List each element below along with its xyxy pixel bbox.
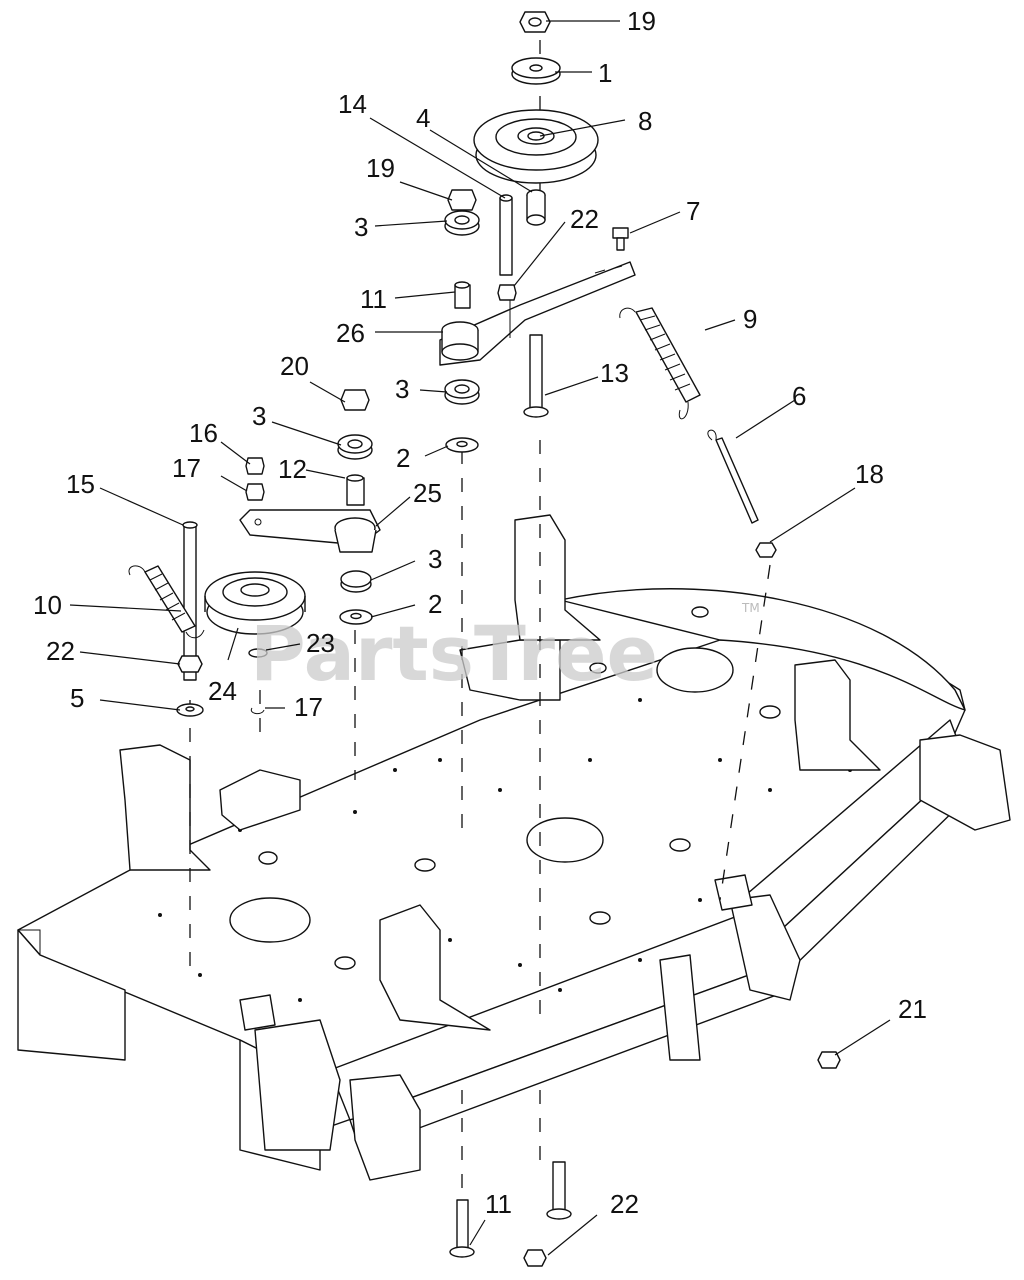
callout-17: 16 [189,418,218,448]
watermark: PartsTree TM [250,601,760,698]
leader-lines [69,20,891,1256]
callout-13: 11 [485,1189,512,1219]
callout-2: 2 [396,443,410,473]
mower-deck [17,514,1011,1181]
callout-7: 6 [792,381,806,411]
callout-5: 5 [70,683,84,713]
callout-3: 3 [428,544,442,574]
callout-21: 22 [570,204,599,234]
callout-2: 2 [428,589,442,619]
watermark-trademark: TM [741,601,760,615]
callout-3: 3 [252,401,266,431]
watermark-text: PartsTree [250,609,658,698]
callout-3: 3 [354,212,368,242]
callout-22: 22 [610,1189,639,1219]
callout-4: 4 [416,103,430,133]
upper-idler-assembly [439,11,636,453]
callout-26: 25 [413,478,442,508]
callout-6: 7 [686,196,700,226]
callout-23: 23 [306,628,335,658]
callout-19: 20 [280,351,309,381]
callout-8: 8 [638,106,652,136]
callout-14: 14 [338,89,367,119]
callout-16: 17 [294,692,323,722]
spring-rod-assembly [619,307,777,558]
callout-10: 10 [33,590,62,620]
callout-19: 19 [627,6,656,36]
callout-labels: 19 1 8 14 4 19 3 22 7 11 26 9 13 3 6 20 … [33,6,927,1219]
callout-24: 24 [208,676,237,706]
callout-20: 21 [898,994,927,1024]
callout-1: 1 [598,58,612,88]
callout-12: 13 [600,358,629,388]
lower-idler-assembly [128,389,381,717]
callout-18: 18 [855,459,884,489]
bottom-fasteners [449,1051,841,1267]
callout-25: 26 [336,318,365,348]
callout-3: 3 [395,374,409,404]
callout-11: 11 [360,284,387,314]
callout-22: 22 [46,636,75,666]
callout-17: 17 [172,453,201,483]
callout-11: 12 [278,454,307,484]
callout-19: 19 [366,153,395,183]
callout-15: 15 [66,469,95,499]
callout-9: 9 [743,304,757,334]
